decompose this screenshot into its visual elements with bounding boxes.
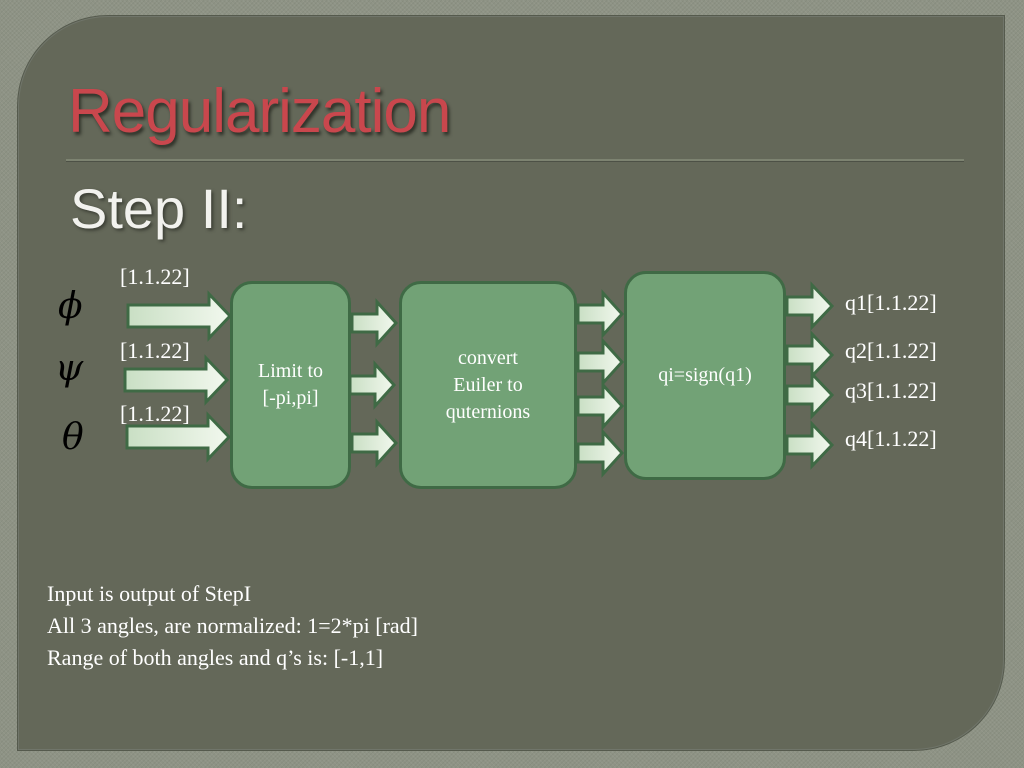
- arrow-limit-to-convert-3: [350, 418, 399, 468]
- input-size-label-theta: [1.1.22]: [120, 401, 190, 426]
- output-label-q3: q3[1.1.22]: [845, 378, 937, 403]
- input-arrow-phi: [126, 290, 233, 342]
- phi-symbol: ϕ: [58, 286, 83, 327]
- arrow-limit-to-convert-2: [348, 360, 397, 410]
- title-divider: [66, 159, 964, 162]
- arrow-convert-to-sign-4: [576, 428, 625, 478]
- slide-subtitle: Step II:: [70, 177, 248, 240]
- arrow-limit-to-convert-1: [350, 298, 399, 348]
- sign-block-label: qi=sign(q1): [658, 364, 752, 386]
- output-label-q2: q2[1.1.22]: [845, 338, 937, 363]
- output-label-q1: q1[1.1.22]: [845, 290, 937, 315]
- slide-title: Regularization: [68, 77, 451, 146]
- convert-block-label: convert Euiler to quternions: [445, 346, 531, 423]
- note-item: Input is output of StepI: [47, 581, 252, 606]
- arrow-convert-to-sign-2: [576, 337, 625, 387]
- notes-list: Input is output of StepI All 3 angles, a…: [47, 578, 418, 674]
- limit-block: Limit to [-pi,pi]: [230, 281, 351, 489]
- output-arrow-q1: [785, 281, 835, 331]
- input-size-label-psi: [1.1.22]: [120, 338, 190, 363]
- psi-symbol: ψ: [55, 348, 84, 389]
- convert-block: convert Euiler to quternions: [399, 281, 577, 489]
- output-arrow-q2: [785, 330, 835, 380]
- note-item: Range of both angles and q’s is: [-1,1]: [47, 645, 384, 670]
- input-size-label-phi: [1.1.22]: [120, 264, 190, 289]
- limit-block-label: Limit to [-pi,pi]: [258, 360, 323, 409]
- note-item: All 3 angles, are normalized: 1=2*pi [ra…: [47, 613, 419, 638]
- arrow-convert-to-sign-1: [576, 289, 625, 339]
- theta-symbol: θ: [62, 417, 84, 458]
- output-arrow-q3: [785, 370, 835, 420]
- output-label-q4: q4[1.1.22]: [845, 426, 937, 451]
- arrow-convert-to-sign-3: [576, 381, 625, 431]
- sign-block: qi=sign(q1): [624, 271, 786, 480]
- input-arrow-psi: [123, 354, 230, 406]
- input-arrow-theta: [125, 411, 232, 463]
- output-arrow-q4: [785, 420, 835, 470]
